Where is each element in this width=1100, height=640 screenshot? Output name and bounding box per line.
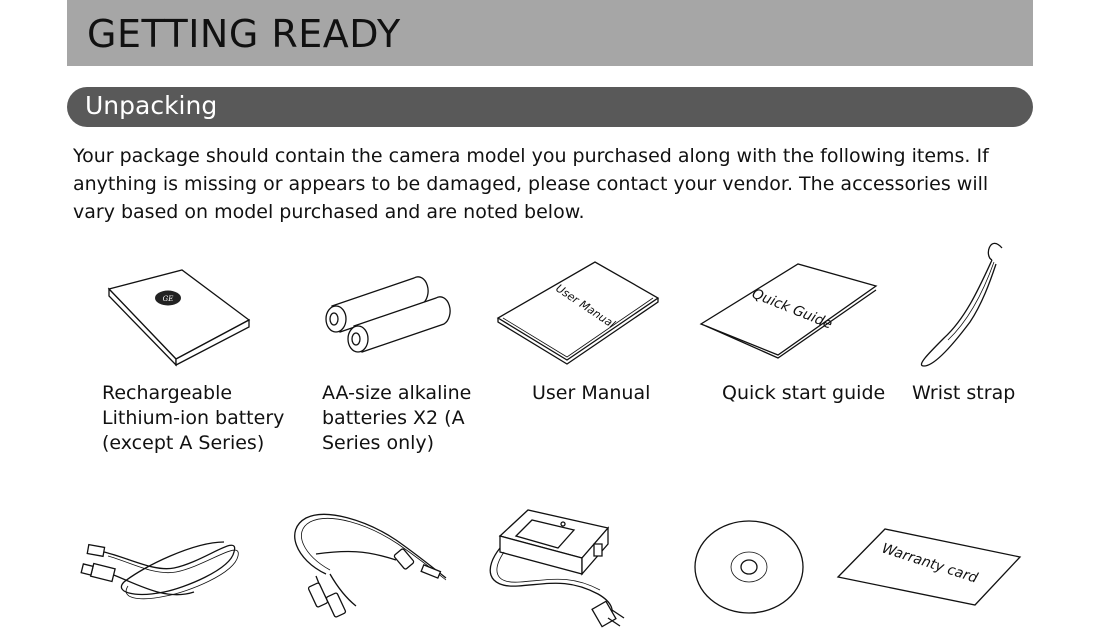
intro-paragraph: Your package should contain the camera m… [73, 145, 989, 223]
aa-batteries-icon [322, 270, 458, 360]
item-label-wrist-strap: Wrist strap [912, 382, 1016, 404]
wrist-strap-icon [914, 238, 1010, 370]
cd-rom-icon [692, 518, 806, 616]
av-cable-icon [286, 510, 454, 620]
user-manual-icon: User Manual [495, 260, 663, 364]
item-label-quick-guide: Quick start guide [722, 382, 886, 404]
item-label-user-manual: User Manual [532, 382, 651, 404]
svg-text:GE: GE [163, 295, 174, 303]
battery-charger-icon [488, 508, 636, 630]
battery-icon: GE [105, 265, 255, 365]
section-title: Unpacking [85, 91, 218, 120]
title-bar: GETTING READY [67, 0, 1033, 66]
warranty-card-icon: Warranty card [835, 525, 1025, 609]
quick-guide-icon: Quick Guide [698, 262, 882, 358]
item-label-battery: Rechargeable Lithium-ion battery (except… [102, 382, 285, 454]
section-bar: Unpacking [67, 87, 1033, 127]
item-label-aa-batteries: AA-size alkaline batteries X2 (A Series … [322, 382, 472, 454]
page-title: GETTING READY [87, 12, 401, 56]
usb-cable-icon [84, 522, 248, 610]
